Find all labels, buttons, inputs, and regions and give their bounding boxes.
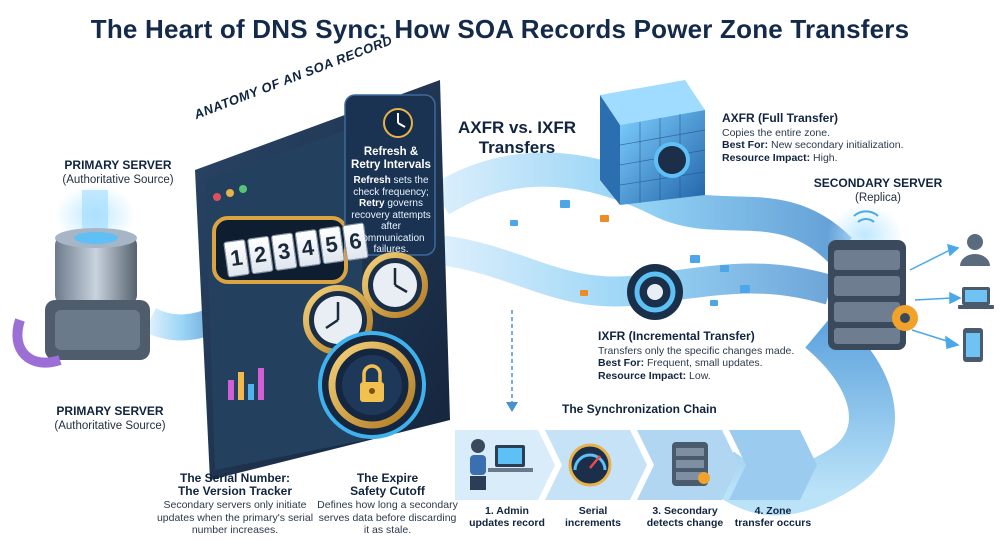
axfr-impact-value: High. bbox=[810, 151, 838, 164]
transfers-heading: AXFR vs. IXFR Transfers bbox=[457, 118, 577, 157]
primary-server-name: PRIMARY SERVER bbox=[64, 158, 172, 172]
step-1-line2: updates record bbox=[469, 517, 545, 529]
step-4-line1: 4. Zone bbox=[754, 505, 792, 517]
secondary-server-label: SECONDARY SERVER (Replica) bbox=[808, 176, 948, 205]
ixfr-description: IXFR (Incremental Transfer) Transfers on… bbox=[598, 330, 818, 382]
serial-desc: Secondary servers only initiate updates … bbox=[156, 499, 314, 536]
axfr-description: AXFR (Full Transfer) Copies the entire z… bbox=[722, 112, 937, 164]
refresh-clock-icon bbox=[362, 252, 428, 318]
serial-digit: 2 bbox=[246, 235, 274, 275]
axfr-best-label: Best For: bbox=[722, 139, 769, 151]
refresh-text: sets the check frequency; bbox=[353, 175, 429, 198]
ixfr-disc bbox=[627, 264, 683, 320]
serial-heading-line1: The Serial Number: bbox=[179, 471, 291, 485]
primary-server-device bbox=[12, 185, 150, 368]
axfr-desc: Copies the entire zone. bbox=[722, 126, 830, 139]
secondary-server-sub: (Replica) bbox=[854, 192, 901, 204]
serial-number-block: The Serial Number:The Version Tracker Se… bbox=[155, 472, 315, 537]
secondary-server-name: SECONDARY SERVER bbox=[813, 176, 943, 190]
primary-server-sub-bottom: (Authoritative Source) bbox=[54, 420, 166, 432]
step-1-line1: 1. Admin bbox=[485, 505, 529, 517]
expire-heading-line2: Safety Cutoff bbox=[350, 483, 425, 498]
retry-text: governs recovery attempts after communic… bbox=[351, 198, 431, 255]
axfr-cube bbox=[600, 80, 706, 205]
laptop-icon bbox=[958, 287, 994, 309]
ixfr-desc: Transfers only the specific changes made… bbox=[598, 344, 795, 357]
serial-digit: 4 bbox=[294, 228, 322, 268]
data-packets bbox=[510, 200, 750, 306]
ixfr-best-value: Frequent, small updates. bbox=[644, 357, 763, 369]
gauge-icon bbox=[568, 443, 612, 487]
lock-icon bbox=[360, 364, 384, 402]
serial-heading-line2: The Version Tracker bbox=[177, 483, 293, 498]
step-3-line1: 3. Secondary bbox=[652, 505, 718, 517]
ixfr-impact-label: Resource Impact: bbox=[598, 369, 687, 382]
axfr-impact-label: Resource Impact: bbox=[722, 151, 811, 164]
refresh-retry-desc: Refresh sets the check frequency; Retry … bbox=[350, 175, 432, 256]
phone-icon bbox=[963, 328, 983, 362]
ixfr-heading: IXFR (Incremental Transfer) bbox=[598, 329, 755, 343]
axfr-best-value: New secondary initialization. bbox=[768, 139, 904, 151]
expire-heading-line1: The Expire bbox=[356, 471, 419, 485]
axfr-impact: Resource Impact: High. bbox=[722, 152, 937, 165]
axfr-heading: AXFR (Full Transfer) bbox=[722, 111, 839, 125]
device-connectors bbox=[909, 243, 962, 349]
primary-server-name-bottom: PRIMARY SERVER bbox=[56, 404, 164, 418]
expire-desc: Defines how long a secondary serves data… bbox=[317, 499, 458, 536]
mini-bar-chart bbox=[228, 368, 264, 400]
step-3-line2: detects change bbox=[646, 517, 724, 529]
retry-term: Retry bbox=[359, 198, 385, 209]
primary-server-sub: (Authoritative Source) bbox=[62, 174, 174, 186]
serial-heading: The Serial Number:The Version Tracker bbox=[155, 472, 315, 497]
ixfr-best-for: Best For: Frequent, small updates. bbox=[598, 357, 818, 370]
step-2-line2: increments bbox=[564, 517, 622, 529]
wifi-icon bbox=[853, 210, 879, 223]
serial-digit: 5 bbox=[318, 225, 346, 265]
ixfr-impact-value: Low. bbox=[686, 369, 711, 382]
refresh-retry-heading: Refresh & Retry Intervals bbox=[351, 146, 431, 171]
refresh-term: Refresh bbox=[353, 175, 391, 186]
step-4-line2: transfer occurs bbox=[734, 517, 812, 529]
clock-icon bbox=[383, 108, 413, 138]
chain-server-icon bbox=[672, 442, 710, 486]
ixfr-impact: Resource Impact: Low. bbox=[598, 370, 818, 383]
ixfr-best-label: Best For: bbox=[598, 357, 645, 369]
primary-server-label-top: PRIMARY SERVER (Authoritative Source) bbox=[38, 158, 198, 187]
chain-title: The Synchronization Chain bbox=[562, 402, 717, 416]
refresh-retry-card: Refresh & Retry Intervals Refresh sets t… bbox=[350, 146, 432, 256]
axfr-best-for: Best For: New secondary initialization. bbox=[722, 139, 937, 152]
gear-icon bbox=[892, 305, 918, 331]
admin-desk-icon bbox=[470, 439, 533, 490]
primary-server-label-bottom: PRIMARY SERVER (Authoritative Source) bbox=[30, 404, 190, 433]
user-icon bbox=[960, 234, 990, 266]
serial-digit: 1 bbox=[223, 238, 250, 278]
secondary-server-device bbox=[827, 205, 906, 350]
page-title: The Heart of DNS Sync: How SOA Records P… bbox=[90, 14, 910, 44]
step-2-line1: Serial bbox=[578, 505, 608, 517]
serial-digit: 3 bbox=[270, 232, 298, 272]
